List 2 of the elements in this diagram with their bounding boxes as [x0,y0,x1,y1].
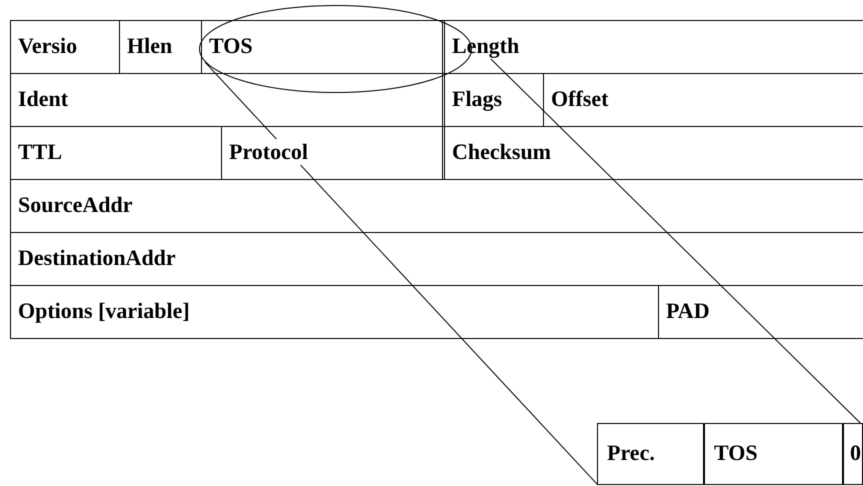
magnified-field-row [597,423,863,485]
field-name: Protocol [229,139,308,165]
